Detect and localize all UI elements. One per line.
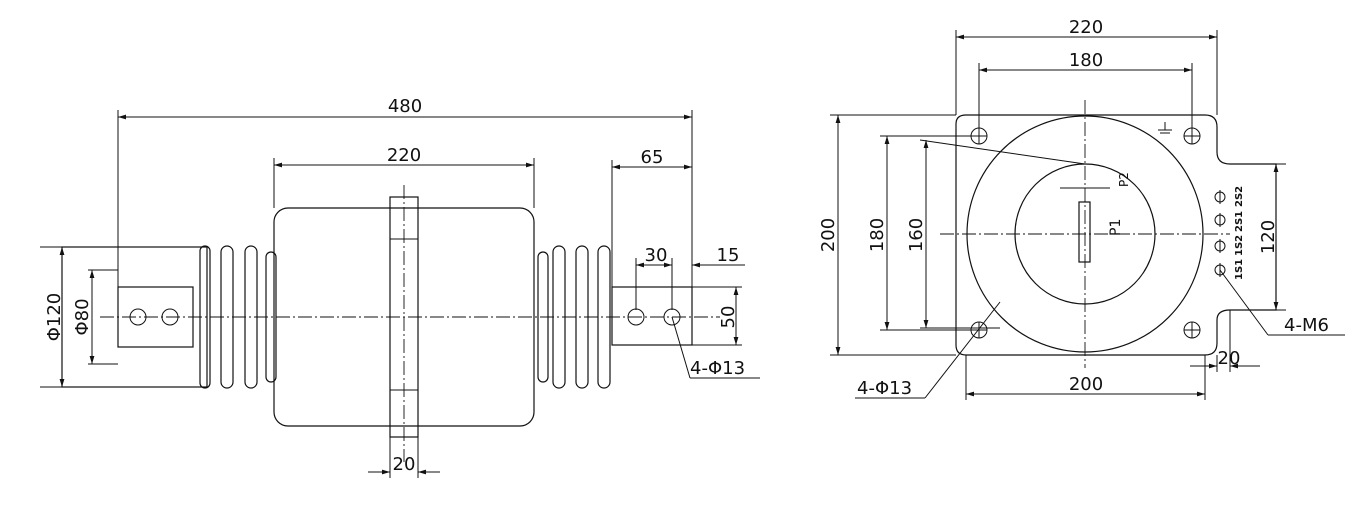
dim-plate-width: 220 [1069,17,1103,38]
secondary-label: 2S1 [1234,211,1245,232]
dim-tab-width: 120 [1258,220,1279,254]
thread-callout: 4-M6 [1284,315,1329,336]
primary-terminal-bar [1078,201,1091,263]
top-view: P1 P2 2S2 2S1 1S2 1S1 220 180 200 180 16… [818,17,1345,400]
dim-inner-diameter: Φ80 [72,298,93,335]
dim-terminal-length: 65 [641,147,664,168]
dim-plate-height: 200 [818,218,839,252]
right-terminal-bar [611,286,693,346]
terminal-p2-label: P2 [1117,172,1131,187]
dim-flange-thickness: 20 [393,454,416,475]
top-hole-callout: 4-Φ13 [857,378,912,399]
mounting-holes [970,127,1201,339]
hole-callout: 4-Φ13 [690,358,745,379]
secondary-label: 1S1 [1234,259,1245,280]
dim-overall-length: 480 [388,96,422,117]
dim-hole-spacing-x: 180 [1069,50,1103,71]
ground-symbol-icon [1158,122,1172,134]
dim-outer-diameter: Φ120 [44,293,65,342]
dim-hole-edge: 15 [717,245,740,266]
secondary-label: 2S2 [1234,186,1245,207]
dim-tab-depth: 20 [1218,348,1241,369]
secondary-terminals [1214,190,1226,277]
dim-bottom-width: 200 [1069,374,1103,395]
dim-body-length: 220 [387,145,421,166]
secondary-label: 1S2 [1234,235,1245,256]
side-view: 480 220 65 30 15 50 Φ120 Φ80 20 4-Φ13 [40,96,760,478]
dim-core-diameter: 160 [906,218,927,252]
dim-hole-spacing: 30 [645,245,668,266]
dim-bar-width: 50 [718,306,739,329]
terminal-p1-label: P1 [1108,219,1124,236]
dim-hole-spacing-y: 180 [867,218,888,252]
